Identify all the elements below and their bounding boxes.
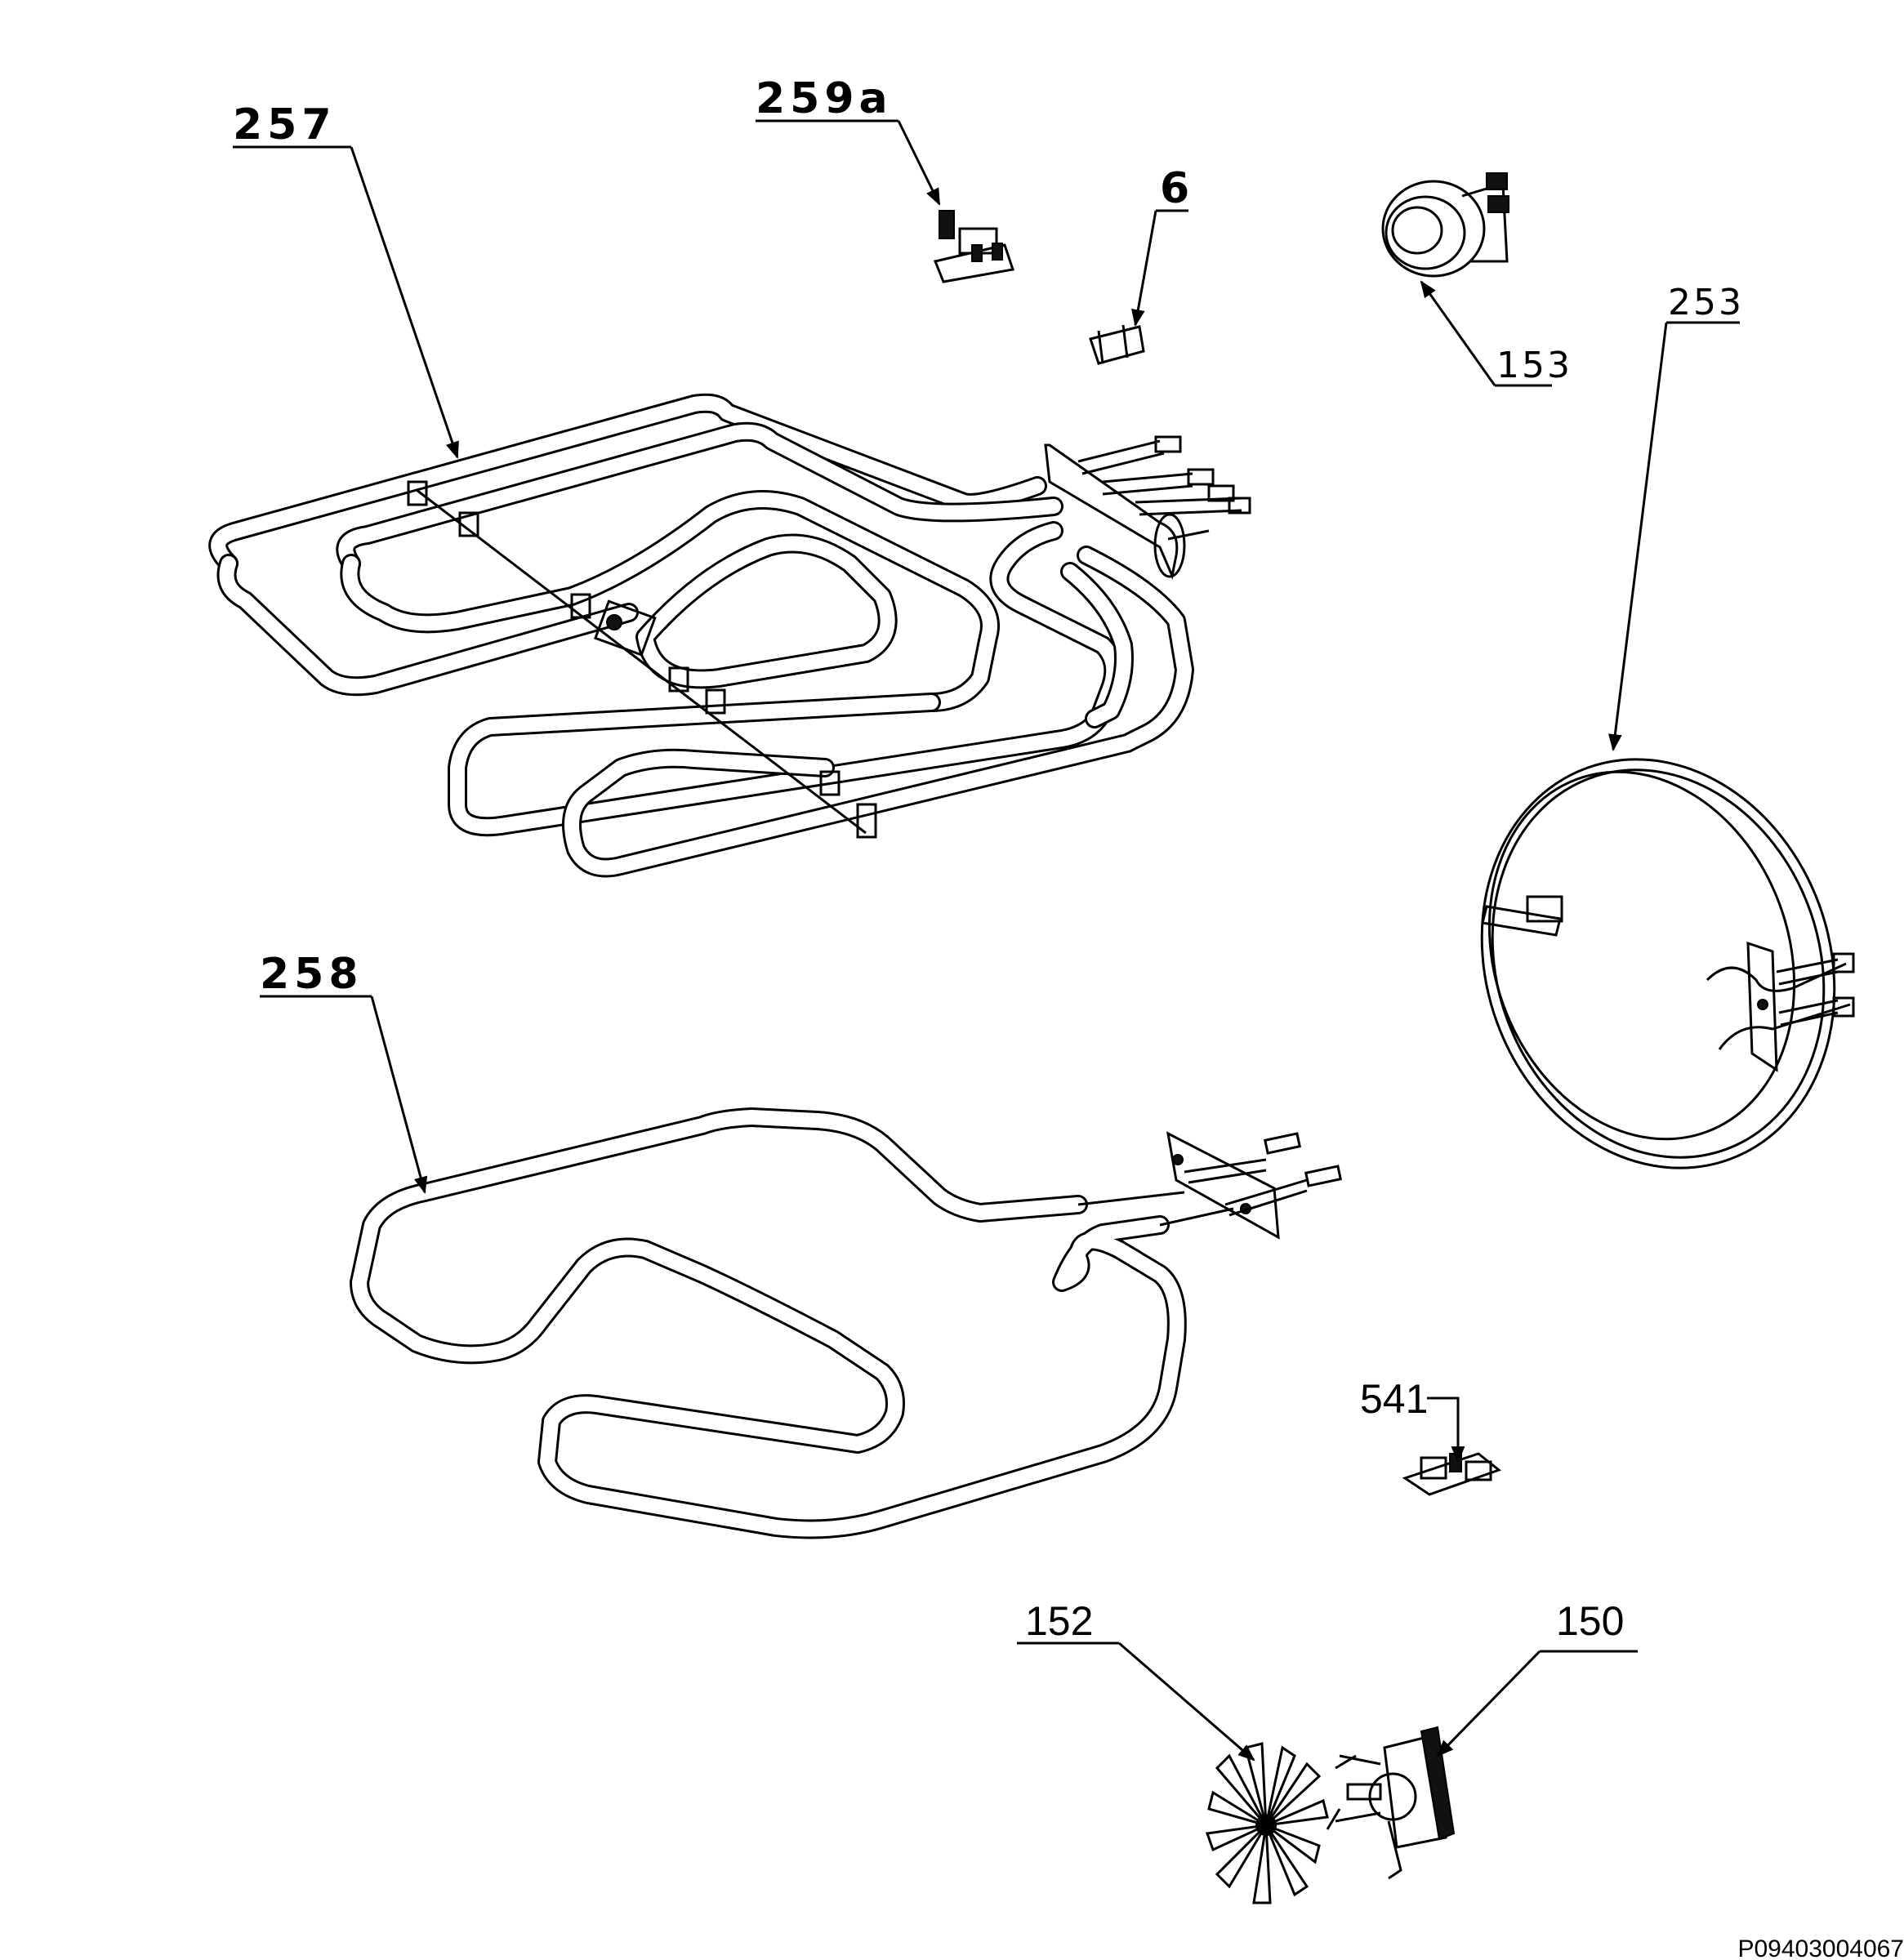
part-153-lamp: [1381, 172, 1509, 278]
label-541: 541: [1360, 1376, 1428, 1422]
label-253: 253: [1668, 282, 1744, 323]
leader-lines: [233, 119, 1740, 1762]
label-6: 6: [1160, 164, 1194, 213]
label-259a: 259a: [756, 74, 893, 123]
part-257-grill-element: [208, 393, 1251, 878]
label-150: 150: [1556, 1598, 1624, 1644]
part-253-ring-element: [1480, 758, 1855, 1169]
label-258: 258: [260, 950, 363, 999]
label-257: 257: [233, 100, 337, 149]
part-259a-component: [933, 210, 1014, 283]
part-258-bottom-element: [350, 1107, 1343, 1539]
part-150-fan-motor: [1326, 1726, 1456, 1880]
part-6-clip: [1089, 324, 1145, 365]
label-152: 152: [1025, 1598, 1093, 1644]
part-257-terminals: [1077, 435, 1251, 541]
label-153: 153: [1496, 345, 1572, 386]
part-152-fan-blade: [1205, 1742, 1329, 1904]
document-number: P09403004067: [1737, 1936, 1904, 1960]
part-541-connector: [1402, 1452, 1502, 1496]
